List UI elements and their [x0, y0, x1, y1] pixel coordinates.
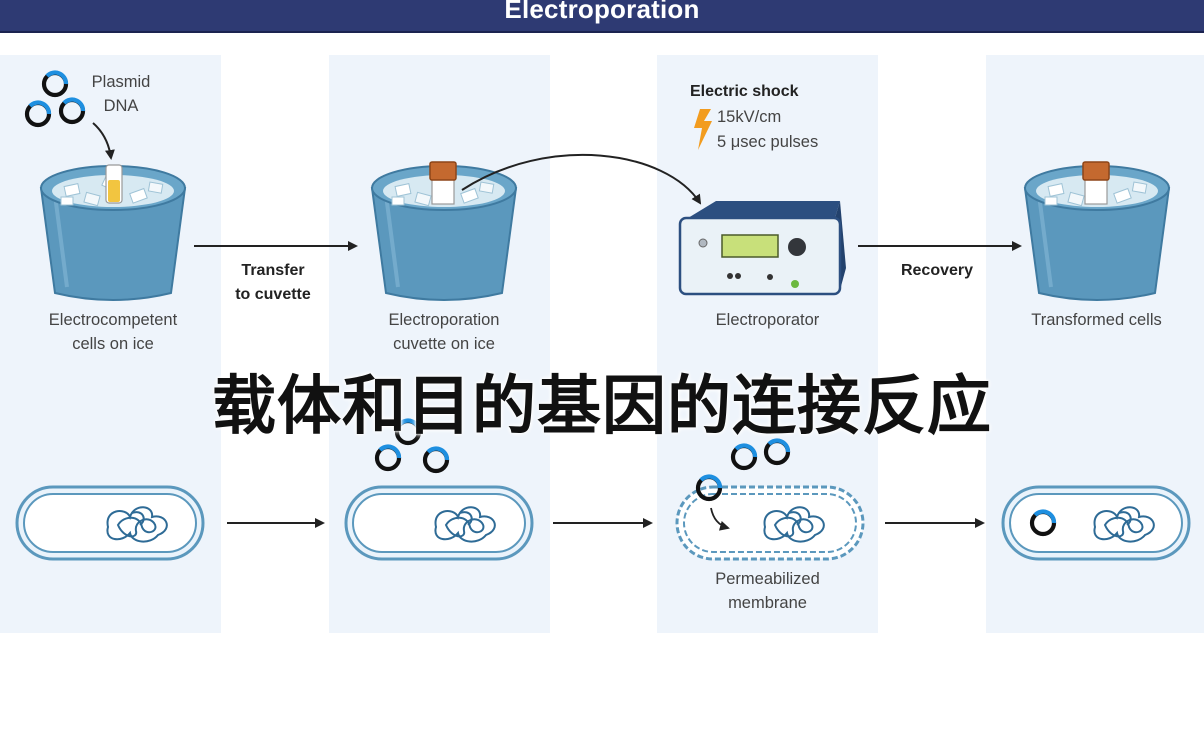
page-title: Electroporation: [504, 0, 700, 24]
plasmid-icon: [27, 103, 49, 125]
entry-arrow: [710, 507, 730, 531]
plasmid-icon: [733, 446, 755, 468]
shock-pulse: 5 μsec pulses: [717, 133, 819, 151]
transformed-cells-label: Transformed cells: [1031, 311, 1162, 329]
shock-field: 15kV/cm: [717, 108, 782, 126]
permeabilized-cell: [675, 485, 865, 561]
recovery-label: Recovery: [900, 262, 974, 279]
shock-title: Electric shock: [690, 83, 799, 100]
plasmid-icon: [377, 447, 399, 469]
transfer-label: Transfer to cuvette: [235, 262, 311, 303]
plasmid-icon: [44, 73, 66, 95]
overlay-caption: 载体和目的基因的连接反应: [212, 369, 992, 444]
cell-1: [15, 485, 205, 561]
shock-curve-arrow: [461, 154, 702, 205]
header-bar: Electroporation: [0, 0, 1204, 33]
plasmid-label: Plasmid DNA: [91, 73, 151, 115]
microtube: [105, 164, 123, 204]
cuvette-2: [1082, 161, 1110, 205]
cuvette-label: Electroporation cuvette on ice: [388, 311, 500, 353]
competent-cells-label: Electrocompetent cells on ice: [48, 311, 178, 353]
electroporator-label: Electroporator: [715, 311, 820, 329]
cell-2: [344, 485, 534, 561]
permeabilized-label: Permeabilized membrane: [715, 570, 820, 612]
cuvette-1: [429, 161, 457, 205]
add-dna-arrow: [92, 122, 115, 160]
electroporator-device: [678, 201, 846, 296]
plasmid-icon: [425, 449, 447, 471]
lightning-icon: [694, 109, 712, 150]
